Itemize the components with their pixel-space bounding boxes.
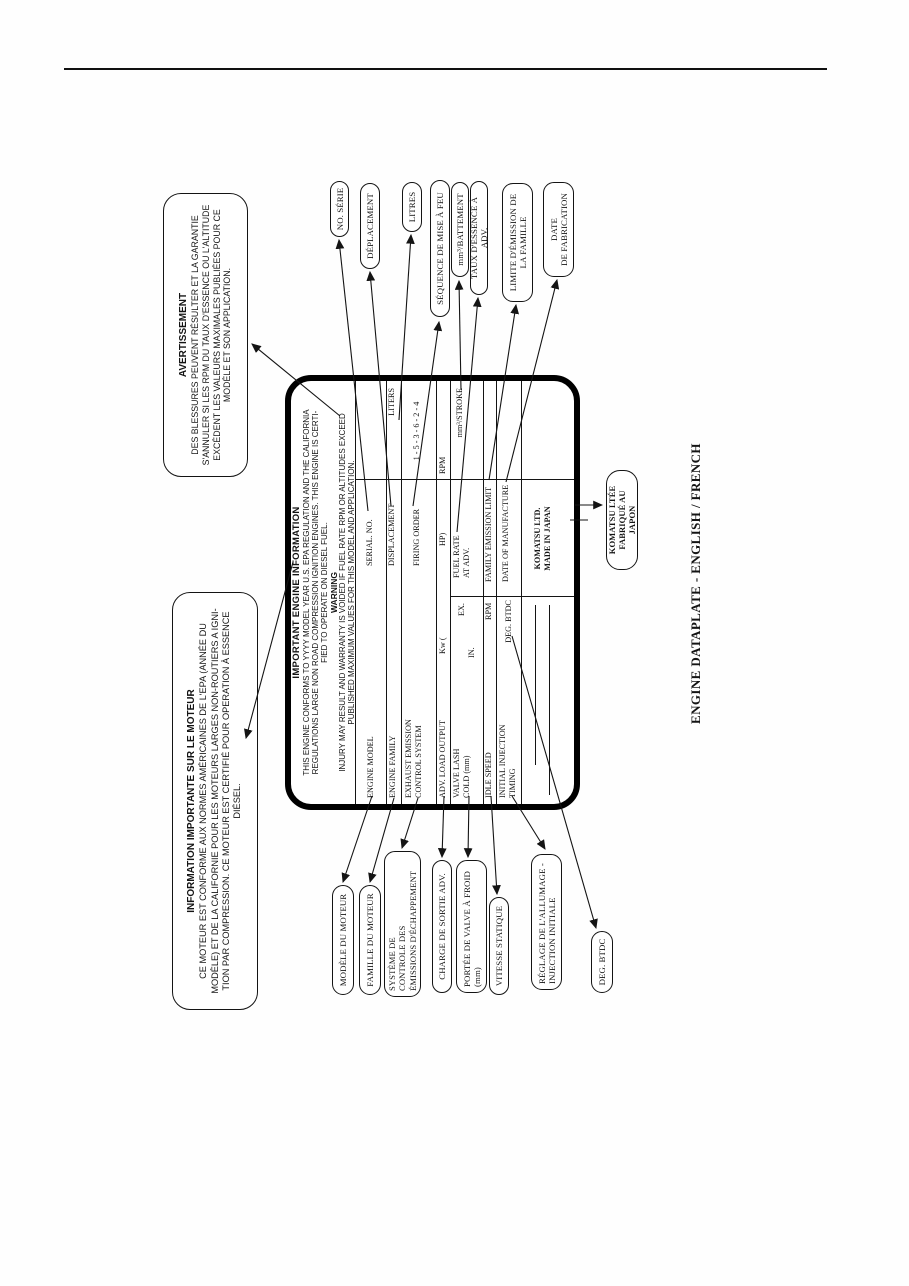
callout-limite-emission: LIMITE D'ÉMISSION DE LA FAMILLE	[502, 183, 533, 302]
callout-reglage-allumage: RÉGLAGE DE L'ALLUMAGE - INJECTION INITIA…	[531, 854, 562, 990]
table-line	[401, 381, 403, 804]
callout-komatsu: KOMATSU LTÉE FABRIQUÉ AU JAPON	[606, 470, 638, 570]
label-adv-load-output: ADV. LOAD OUTPUT	[438, 720, 447, 798]
callout-deg-btdc: DEG. BTDC	[591, 931, 613, 993]
label-firing-order: FIRING ORDER	[412, 508, 421, 566]
callout-no-serie: NO. SÉRIE	[330, 181, 349, 237]
engine-dataplate: IMPORTANT ENGINE INFORMATION THIS ENGINE…	[285, 375, 580, 810]
callout-vitesse-statique: VITESSE STATIQUE	[489, 897, 509, 995]
callout-deplacement: DÉPLACEMENT	[360, 183, 380, 269]
table-line	[355, 381, 357, 804]
label-valve-in: IN.	[467, 647, 476, 658]
plate-certification-text: THIS ENGINE CONFORMS TO YYYY MODEL YEAR …	[302, 409, 329, 776]
callout-systeme-emissions: SYSTÈME DE CONTROLE DES ÉMISSIONS D'ÉCHA…	[384, 851, 421, 997]
label-liters: LITERS	[387, 388, 396, 416]
plate-warning-text: INJURY MAY RESULT AND WARRANTY IS VOIDED…	[338, 413, 356, 772]
value-firing-order: 1 - 5 - 3 - 6 - 2 - 4	[412, 401, 421, 461]
label-date-of-manufacture: DATE OF MANUFACTURE	[501, 484, 510, 582]
label-serial-no: SERIAL. NO.	[365, 519, 374, 566]
figure-caption: ENGINE DATAPLATE - ENGLISH / FRENCH	[688, 443, 703, 724]
information-body: CE MOTEUR EST CONFORME AUX NORMES AMÉRIC…	[198, 608, 243, 994]
page-header-rule	[64, 68, 827, 70]
label-stroke: mm³/STROKE	[455, 388, 464, 438]
label-family-emission-limit: FAMILY EMISSION LIMIT	[484, 486, 493, 582]
label-displacement: DISPLACEMENT	[387, 503, 396, 566]
label-hp: HP)	[438, 532, 447, 546]
label-rpm: RPM	[438, 456, 447, 474]
callout-portee-valve: PORTÉE DE VALVE À FROID (mm)	[456, 860, 487, 993]
table-line	[450, 381, 452, 804]
table-line	[483, 381, 485, 804]
table-line	[450, 595, 574, 597]
label-rpm-idle: RPM	[484, 602, 493, 620]
label-idle-speed: IDLE SPEED	[484, 752, 493, 798]
avertissement-box: AVERTISSEMENT DES BLESSURES PEUVENT RÉSU…	[163, 193, 248, 477]
callout-sequence-mise-a-feu: SÉQUENCE DE MISE À FEU	[430, 180, 450, 317]
table-line	[521, 381, 523, 804]
label-valve-ex: EX.	[457, 603, 466, 616]
label-deg-btdc: DEG. BTDC	[504, 600, 513, 643]
label-fuel-rate: FUEL RATE AT ADV.	[452, 535, 471, 578]
arrow-vitesse	[490, 795, 501, 896]
callout-battement: mm³/BATTEMENT	[451, 182, 469, 277]
information-title: INFORMATION IMPORTANTE SUR LE MOTEUR	[186, 689, 198, 913]
label-initial-injection: INITIAL INJECTION TIMING	[498, 724, 517, 798]
label-maker: KOMATSU LTD. MADE IN JAPAN	[533, 506, 552, 571]
callout-litres: LITRES	[402, 182, 422, 232]
callout-famille-moteur: FAMILLE DU MOTEUR	[359, 885, 381, 995]
label-exhaust-emission: EXHAUST EMISSION CONTROL SYSTEM	[404, 719, 423, 798]
avertissement-title: AVERTISSEMENT	[178, 292, 190, 378]
avertissement-body: DES BLESSURES PEUVENT RÉSULTER ET LA GAR…	[190, 204, 233, 466]
label-engine-model: ENGINE MODEL	[366, 736, 375, 798]
label-kw: Kw (	[438, 637, 447, 654]
callout-date-fabrication: DATE DE FABRICATION	[543, 182, 574, 277]
label-engine-family: ENGINE FAMILY	[388, 735, 397, 798]
callout-modele-moteur: MODÈLE DU MOTEUR	[332, 885, 354, 995]
blank-fill-line	[535, 605, 537, 765]
information-box: INFORMATION IMPORTANTE SUR LE MOTEUR CE …	[172, 592, 258, 1010]
callout-taux-essence: TAUX D'ESSENCE À ADV.	[469, 181, 489, 295]
blank-fill-line	[549, 605, 551, 795]
label-valve-lash: VALVE LASH COLD (mm)	[452, 748, 471, 798]
plate-title: IMPORTANT ENGINE INFORMATION	[291, 506, 302, 679]
callout-charge-sortie: CHARGE DE SORTIE ADV.	[432, 860, 452, 993]
arrow-battement	[454, 279, 464, 391]
